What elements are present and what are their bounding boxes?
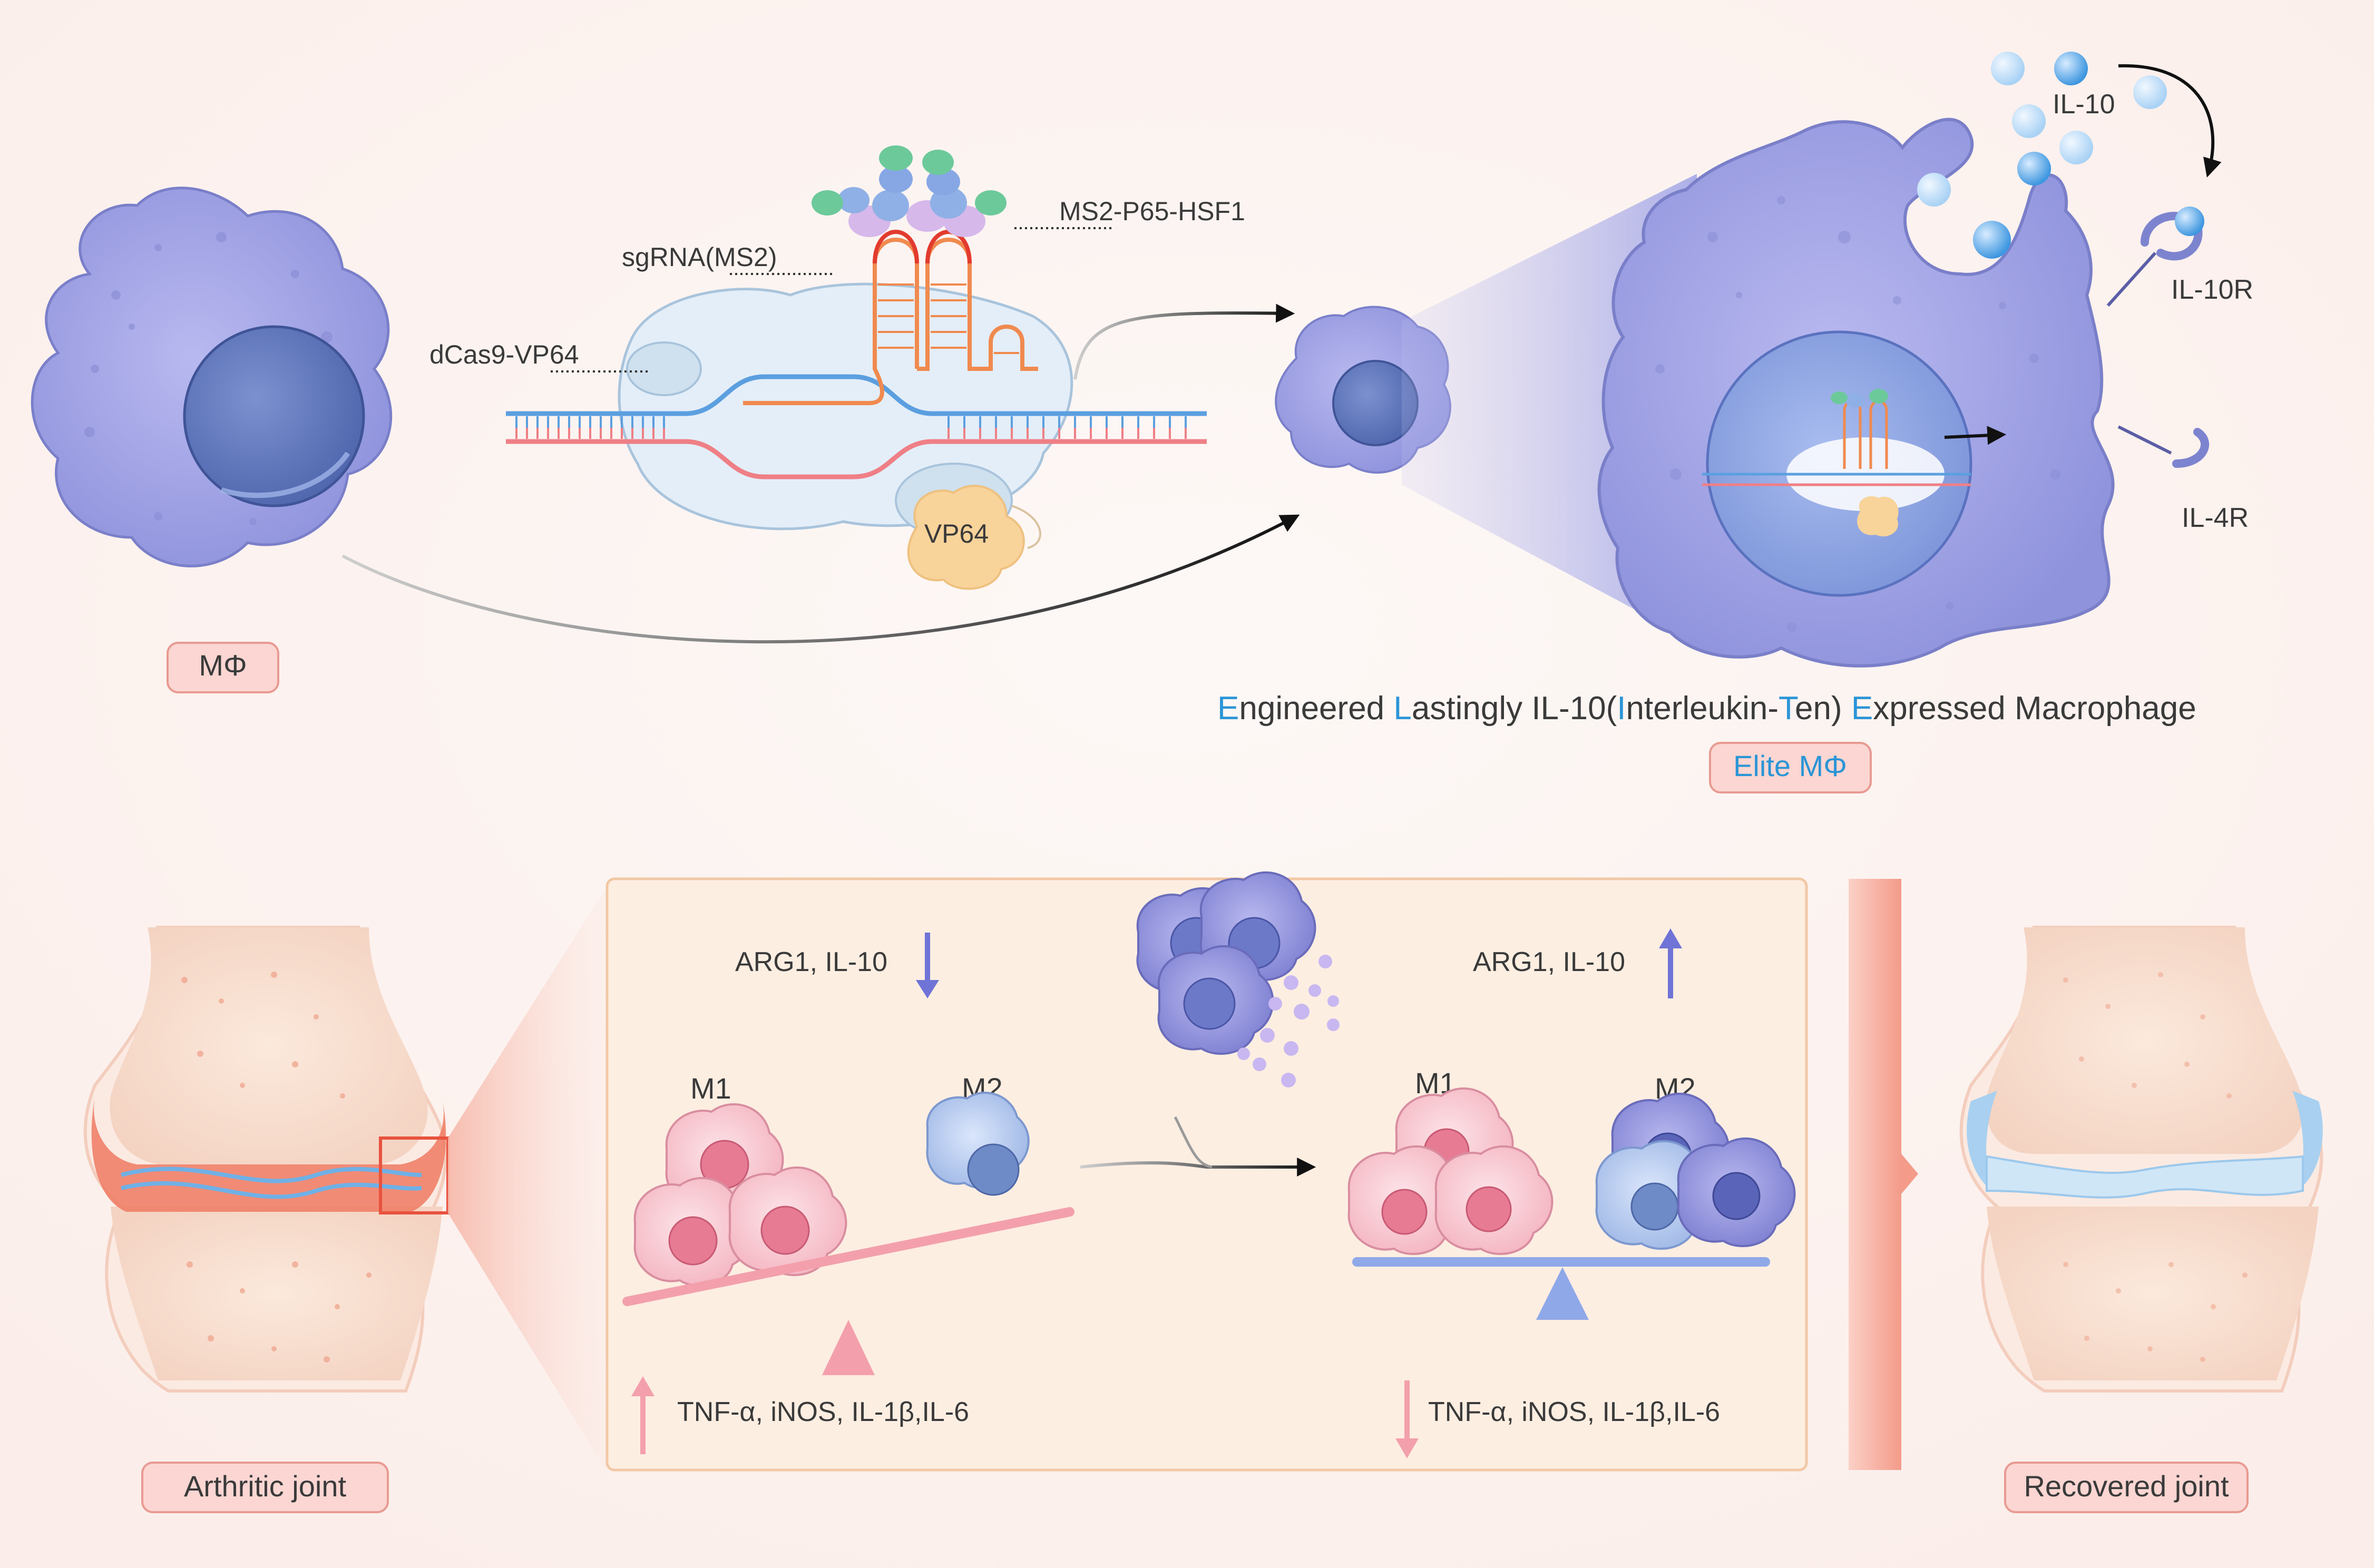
cytokine-dot-icon bbox=[2054, 52, 2088, 85]
m2-cell-left bbox=[926, 1092, 1030, 1196]
left-pro-markers: TNF-α, iNOS, IL-1β,IL-6 bbox=[677, 1397, 969, 1427]
acronym-initial: L bbox=[1393, 690, 1411, 727]
recovered-label-pill: Recovered joint bbox=[2004, 1462, 2249, 1513]
il4r-label: IL-4R bbox=[2182, 503, 2249, 533]
vp64-label: VP64 bbox=[924, 519, 989, 548]
sgrna-structure bbox=[743, 230, 1038, 405]
cytokine-dot-icon bbox=[2012, 104, 2046, 138]
cytokine-dot-icon bbox=[2017, 152, 2051, 185]
acronym-text: ngineered bbox=[1239, 690, 1393, 727]
elite-acronym-text: Engineered Lastingly IL-10(Interleukin-T… bbox=[1217, 690, 2196, 727]
acronym-text: xpressed Macrophage bbox=[1873, 690, 2196, 727]
curved-arrow-icon bbox=[2118, 64, 2222, 178]
acronym-initial: T bbox=[1779, 690, 1798, 727]
curved-arrow-icon bbox=[1080, 1158, 1316, 1177]
cytokine-dot-icon bbox=[1991, 52, 2025, 85]
acronym-text: nterleukin- bbox=[1626, 690, 1779, 727]
dcas9-label: dCas9-VP64 bbox=[429, 340, 579, 369]
il10r-label: IL-10R bbox=[2171, 275, 2253, 305]
right-pro-markers: TNF-α, iNOS, IL-1β,IL-6 bbox=[1428, 1397, 1720, 1427]
m2-cell-cluster-right bbox=[1595, 1092, 1796, 1250]
il10-cytokines bbox=[1917, 52, 2222, 259]
acronym-initial: E bbox=[1851, 690, 1873, 727]
elite-macrophage-cell bbox=[1597, 117, 2210, 668]
recovered-label: Recovered joint bbox=[2024, 1469, 2229, 1503]
m1-cell-cluster-right bbox=[1347, 1087, 1554, 1255]
curved-arrow-icon bbox=[341, 514, 1300, 644]
il10-label: IL-10 bbox=[2053, 89, 2115, 120]
sgrna-label: sgRNA(MS2) bbox=[622, 242, 777, 272]
transition-bar bbox=[1849, 879, 1918, 1470]
left-anti-markers: ARG1, IL-10 bbox=[735, 947, 887, 977]
macrophage-label: MΦ bbox=[199, 649, 247, 682]
arthritic-label: Arthritic joint bbox=[184, 1469, 347, 1503]
acronym-initial: E bbox=[1217, 690, 1239, 727]
nucleus bbox=[183, 325, 365, 507]
arthritic-label-pill: Arthritic joint bbox=[141, 1462, 389, 1513]
ms2-p65-hsf1-proteins bbox=[812, 145, 1007, 237]
il10-receptor bbox=[2106, 207, 2204, 307]
elite-label: Elite MΦ bbox=[1733, 749, 1847, 782]
acronym-text: astingly IL-10( bbox=[1412, 690, 1617, 727]
cytokine-dot-icon bbox=[1917, 173, 1951, 207]
arrow-right-icon bbox=[1944, 426, 2007, 445]
acronym-text: en) bbox=[1795, 690, 1851, 727]
m1-left-label: M1 bbox=[690, 1072, 731, 1105]
ms2-label: MS2-P65-HSF1 bbox=[1059, 197, 1245, 226]
macrophage-cell bbox=[31, 187, 393, 567]
recovered-joint bbox=[1959, 926, 2323, 1393]
crispr-activation-complex: VP64 bbox=[506, 145, 1207, 590]
crispr-labels: dCas9-VP64 sgRNA(MS2) MS2-P65-HSF1 bbox=[429, 197, 1245, 373]
seesaw-left bbox=[622, 1207, 1074, 1375]
il4-receptor bbox=[2117, 425, 2210, 468]
elite-macrophage-cluster bbox=[1136, 871, 1340, 1087]
arthritic-joint bbox=[83, 926, 450, 1393]
polarization-panel bbox=[605, 877, 1808, 1472]
cytokine-dot-icon bbox=[2059, 131, 2093, 164]
cytokine-dot-icon bbox=[1973, 221, 2011, 259]
vp64-protein: VP64 bbox=[895, 463, 1041, 590]
seesaw-right bbox=[1352, 1257, 1770, 1320]
dna-double-helix bbox=[506, 374, 1207, 479]
macrophage-label-pill: MΦ bbox=[167, 642, 279, 693]
curved-arrow-icon bbox=[1073, 303, 1295, 380]
right-anti-markers: ARG1, IL-10 bbox=[1473, 947, 1625, 977]
cytokine-dot-icon bbox=[2133, 75, 2167, 109]
joint-zoom-cone bbox=[448, 888, 606, 1470]
elite-label-pill: Elite MΦ bbox=[1709, 742, 1872, 793]
acronym-initial: I bbox=[1617, 690, 1626, 727]
mini-crispr-complex bbox=[1702, 389, 1971, 537]
m1-cell-cluster-left bbox=[633, 1103, 847, 1287]
